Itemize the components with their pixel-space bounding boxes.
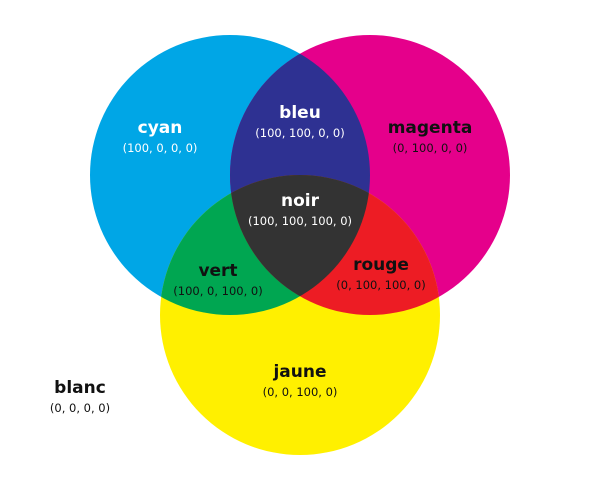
blanc-name: blanc bbox=[54, 378, 106, 398]
label-rouge: rouge (0, 100, 100, 0) bbox=[336, 255, 425, 292]
rouge-value: (0, 100, 100, 0) bbox=[336, 278, 425, 292]
jaune-name: jaune bbox=[272, 362, 326, 382]
bleu-name: bleu bbox=[279, 103, 321, 123]
blanc-value: (0, 0, 0, 0) bbox=[50, 401, 110, 415]
vert-name: vert bbox=[198, 261, 237, 281]
label-bleu: bleu (100, 100, 0, 0) bbox=[255, 103, 344, 140]
label-magenta: magenta (0, 100, 0, 0) bbox=[388, 118, 473, 155]
label-vert: vert (100, 0, 100, 0) bbox=[173, 261, 262, 298]
vert-value: (100, 0, 100, 0) bbox=[173, 284, 262, 298]
rouge-region bbox=[230, 175, 440, 315]
magenta-name: magenta bbox=[388, 118, 473, 138]
vert-region bbox=[160, 175, 370, 315]
magenta-value: (0, 100, 0, 0) bbox=[393, 141, 468, 155]
cyan-value: (100, 0, 0, 0) bbox=[123, 141, 198, 155]
noir-value: (100, 100, 100, 0) bbox=[248, 214, 352, 228]
cyan-name: cyan bbox=[138, 118, 183, 138]
bleu-value: (100, 100, 0, 0) bbox=[255, 126, 344, 140]
rouge-name: rouge bbox=[353, 255, 409, 275]
label-blanc: blanc (0, 0, 0, 0) bbox=[50, 378, 110, 415]
label-cyan: cyan (100, 0, 0, 0) bbox=[123, 118, 198, 155]
jaune-value: (0, 0, 100, 0) bbox=[263, 385, 338, 399]
label-noir: noir (100, 100, 100, 0) bbox=[248, 191, 352, 228]
label-jaune: jaune (0, 0, 100, 0) bbox=[263, 362, 338, 399]
noir-name: noir bbox=[281, 191, 320, 211]
